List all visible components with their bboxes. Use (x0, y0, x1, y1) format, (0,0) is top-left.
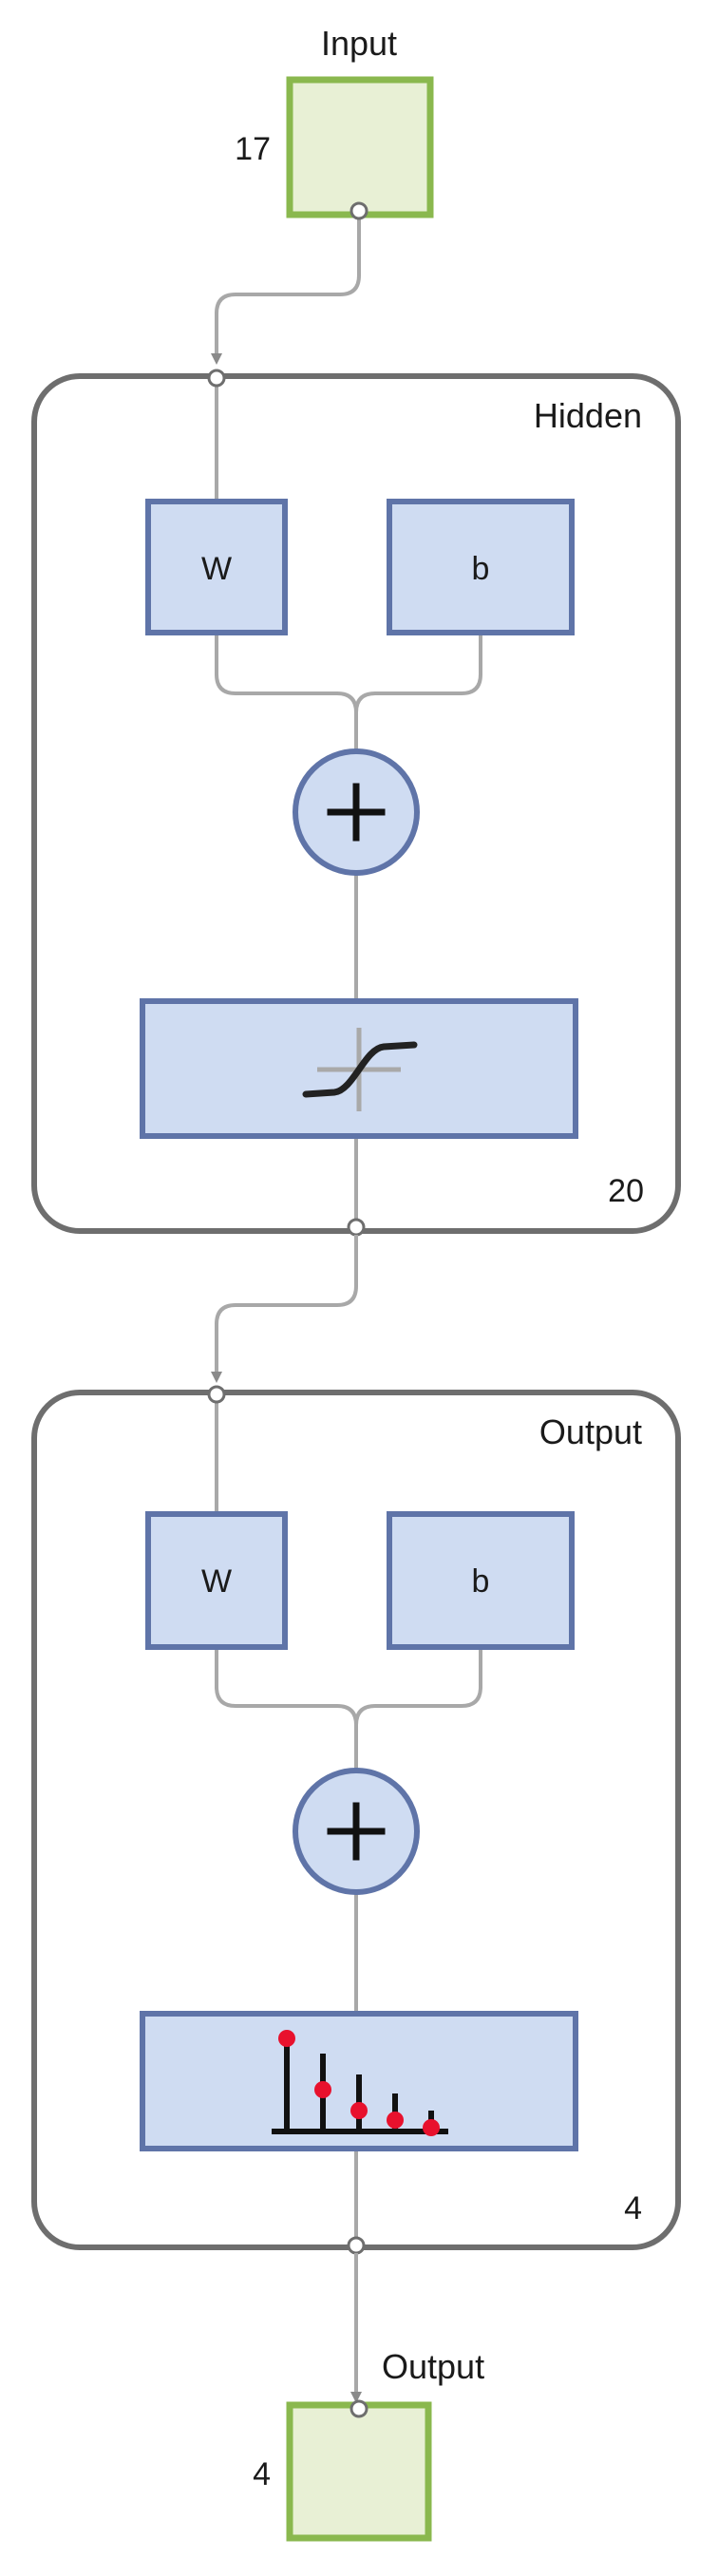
plus-icon (327, 783, 386, 842)
output-weight-block (145, 1511, 288, 1650)
hidden-output-port (347, 1218, 366, 1237)
output-title: Output (382, 2347, 484, 2386)
output-input-port (207, 1385, 226, 1404)
input-title: Input (321, 24, 397, 63)
softmax-stem-icon (272, 2030, 448, 2136)
hidden-to-output-connector (211, 1235, 358, 1383)
hidden-bias-block (387, 499, 575, 635)
output-layer-title: Output (539, 1412, 642, 1451)
hidden-layer-title: Hidden (534, 396, 642, 435)
output-layer-output-port (347, 2236, 366, 2255)
output-size: 4 (253, 2456, 271, 2492)
hidden-weight-block (145, 499, 288, 635)
output-bias-block (387, 1511, 575, 1650)
output-layer-size: 4 (624, 2190, 642, 2226)
input-to-hidden-connector (211, 215, 361, 365)
tansig-sigmoid-icon (302, 1028, 418, 1111)
hidden-bias-label: b (472, 551, 490, 587)
output-bias-label: b (472, 1563, 490, 1600)
input-size: 17 (235, 131, 271, 167)
output-block (286, 2401, 432, 2542)
input-block (286, 76, 434, 218)
output-merge-wire (215, 1647, 482, 1771)
hidden-input-port (207, 369, 226, 388)
input-port (350, 201, 368, 220)
plus-icon (327, 1802, 386, 1861)
hidden-weight-label: W (201, 551, 232, 587)
hidden-merge-wire (215, 633, 482, 750)
hidden-layer-size: 20 (608, 1173, 644, 1209)
output-block-port (350, 2399, 368, 2418)
output-weight-label: W (201, 1563, 232, 1600)
